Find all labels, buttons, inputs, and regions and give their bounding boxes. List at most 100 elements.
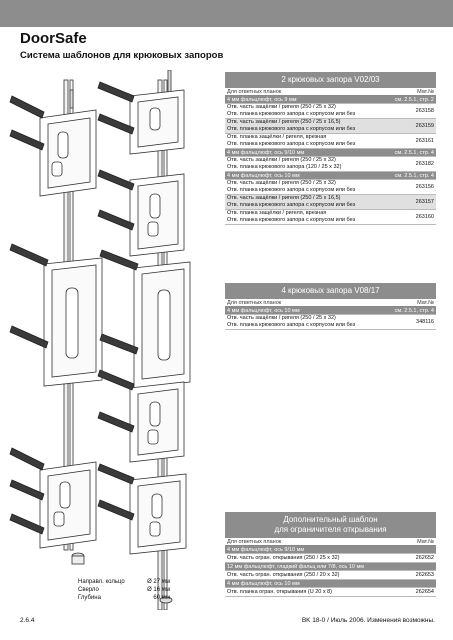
panel-v08-17: 4 крюковых запора V08/17 Для ответных пл… <box>225 283 436 330</box>
left-block-2 <box>43 257 103 387</box>
item-line: Отв. часть защёлки / ригеля (250 / 25 x … <box>227 104 336 110</box>
section-row: 4 мм фальцлюфт, ось 9/10 мм см. 2.5.1, с… <box>225 149 436 157</box>
item-line: Отв. часть защёлки / ригеля (250 / 25 x … <box>227 180 336 186</box>
section-label: 4 мм фальцлюфт, ось 10 мм <box>227 307 300 314</box>
item-line: Отв. планка крюкового запора с корпусом … <box>227 111 356 117</box>
table-row: Отв. часть защёлки / ригеля (250 / 25 x … <box>225 119 436 134</box>
item-num: 262652 <box>415 555 434 561</box>
item-line: Отв. планка крюкового запора с корпусом … <box>227 202 356 208</box>
item-line: Отв. часть огран. открывания (250 / 20 x… <box>227 571 340 578</box>
section-label: 4 мм фальцлюфт, ось 10 мм <box>227 172 300 179</box>
table-header: Для ответных планок Мат.№ <box>225 88 436 96</box>
spec-row: Сверло Ø 16 мм <box>78 586 170 594</box>
panel-title: Дополнительный шаблон для ограничителя о… <box>225 512 436 538</box>
panel-title-line: 2 крюковых запора V02/03 <box>281 75 380 84</box>
table-header: Для ответных планок Мат.№ <box>225 538 436 546</box>
table-row: Отв. часть огран. открывания (250 / 20 x… <box>225 571 436 580</box>
item-num: 263160 <box>415 214 434 220</box>
item-line: Отв. планка крюкового запора с корпусом … <box>227 322 356 328</box>
header-num: Мат.№ <box>417 538 434 545</box>
item-num: 263182 <box>415 161 434 167</box>
item-line: Отв. часть защёлки / ригеля (250 / 25 x … <box>227 195 341 201</box>
section-label: 4 мм фальцлюфт, ось 9/10 мм <box>227 149 305 156</box>
right-block-4 <box>129 381 185 463</box>
panel-opening-limiter: Дополнительный шаблон для ограничителя о… <box>225 512 436 597</box>
item-num: 348116 <box>416 319 434 325</box>
item-line: Отв. часть защёлки / ригеля (250 / 25 x … <box>227 157 336 163</box>
header-num: Мат.№ <box>417 88 434 95</box>
section-ref: см. 2.5.1, стр. 4 <box>394 172 434 179</box>
section-label: 4 мм фальцлюфт, ось 9 мм <box>227 96 297 103</box>
item-num: 263158 <box>415 108 434 114</box>
section-row: 12 мм фальцлюфт, гладкий фальц или 7/8, … <box>225 563 436 571</box>
table-header: Для ответных планок Мат.№ <box>225 299 436 307</box>
panel-title: 4 крюковых запора V08/17 <box>225 283 436 299</box>
table-row: Отв. часть защёлки / ригеля (250 / 25 x … <box>225 104 436 119</box>
page-subtitle: Система шаблонов для крюковых запоров <box>20 50 224 61</box>
table-row: Отв. часть защёлки / ригеля (250 / 25 x … <box>225 157 436 172</box>
item-line: Отв. планка крюкового запора (120 / 25 x… <box>227 164 342 170</box>
section-label: 4 мм фальцлюфт, ось 9/10 мм <box>227 546 305 553</box>
item-line: Отв. планка крюкового запора с корпусом … <box>227 187 356 193</box>
spec-label: Направл. кольцо <box>78 579 125 585</box>
table-row: Отв. часть защёлки / ригеля (250 / 25 x … <box>225 195 436 210</box>
panel-v02-03: 2 крюковых запора V02/03 Для ответных пл… <box>225 72 436 225</box>
table-row: Отв. часть защёлки / ригеля (250 / 25 x … <box>225 315 436 330</box>
section-ref: см. 2.5.1, стр. 4 <box>394 307 434 314</box>
right-block-5 <box>129 473 187 555</box>
section-label: 12 мм фальцлюфт, гладкий фальц или 7/8, … <box>227 563 365 570</box>
item-line: Отв. планка крюкового запора с корпусом … <box>227 141 356 147</box>
template-illustration <box>9 70 191 610</box>
header-label: Для ответных планок <box>227 538 282 545</box>
template-drawing <box>9 70 191 610</box>
item-line: Отв. планка огран. открывания (U 20 x 8) <box>227 588 333 595</box>
section-row: 4 мм фальцлюфт, ось 10 мм см. 2.5.1, стр… <box>225 172 436 180</box>
section-row: 4 мм фальцлюфт, ось 9 мм см. 2.5.1, стр.… <box>225 96 436 104</box>
item-num: 262653 <box>415 572 434 578</box>
section-ref: см. 2.5.1, стр. 4 <box>394 149 434 156</box>
page-title: DoorSafe <box>20 30 87 47</box>
header-label: Для ответных планок <box>227 88 282 95</box>
header-num: Мат.№ <box>417 299 434 306</box>
spec-row: Направл. кольцо Ø 27 мм <box>78 578 170 586</box>
table-row: Отв. планка огран. открывания (U 20 x 8)… <box>225 588 436 597</box>
spec-label: Глубина <box>78 595 101 601</box>
right-block-3 <box>133 261 191 389</box>
page-number: 2.6.4 <box>20 617 35 624</box>
left-block-1 <box>39 109 97 197</box>
item-num: 263159 <box>415 123 434 129</box>
section-label: 4 мм фальцлюфт, ось 10 мм <box>227 580 300 587</box>
section-row: 4 мм фальцлюфт, ось 10 мм <box>225 580 436 588</box>
section-row: 4 мм фальцлюфт, ось 9/10 мм <box>225 546 436 554</box>
spec-value: Ø 27 мм <box>147 579 170 585</box>
spec-value: Ø 16 мм <box>147 587 170 593</box>
item-line: Отв. часть защёлки / ригеля (250 / 25 x … <box>227 119 341 125</box>
panel-title-line: для ограничителя открывания <box>274 525 387 534</box>
document-ref: BK 18-0 / Июль 2006. Изменения возможны. <box>301 617 435 624</box>
spec-value: 60 мм <box>153 595 170 601</box>
panel-title-line: Дополнительный шаблон <box>283 515 378 524</box>
right-block-1 <box>129 89 185 155</box>
left-block-3 <box>39 461 97 549</box>
item-num: 263161 <box>415 138 434 144</box>
item-num: 263157 <box>415 199 434 205</box>
table-row: Отв. часть защёлки / ригеля (250 / 25 x … <box>225 180 436 195</box>
top-bar <box>0 0 453 27</box>
spec-label: Сверло <box>78 587 99 593</box>
panel-title: 2 крюковых запора V02/03 <box>225 72 436 88</box>
item-num: 262654 <box>415 589 434 595</box>
item-line: Отв. часть защёлки / ригеля (250 / 25 x … <box>227 315 336 321</box>
item-num: 263156 <box>415 184 434 190</box>
panel-title-line: 4 крюковых запора V08/17 <box>281 286 380 295</box>
item-line: Отв. планка защёлки / ригеля, врезная <box>227 210 327 216</box>
header-label: Для ответных планок <box>227 299 282 306</box>
item-line: Отв. планка крюкового запора с корпусом … <box>227 126 356 132</box>
spec-row: Глубина 60 мм <box>78 594 170 602</box>
drill-specs: Направл. кольцо Ø 27 мм Сверло Ø 16 мм Глу… <box>78 578 170 602</box>
section-row: 4 мм фальцлюфт, ось 10 мм см. 2.5.1, стр… <box>225 307 436 315</box>
section-ref: см. 2.5.1, стр. 2 <box>394 96 434 103</box>
item-line: Отв. планка крюкового запора с корпусом … <box>227 217 356 223</box>
table-row: Отв. часть огран. открывания (250 / 25 x… <box>225 554 436 563</box>
